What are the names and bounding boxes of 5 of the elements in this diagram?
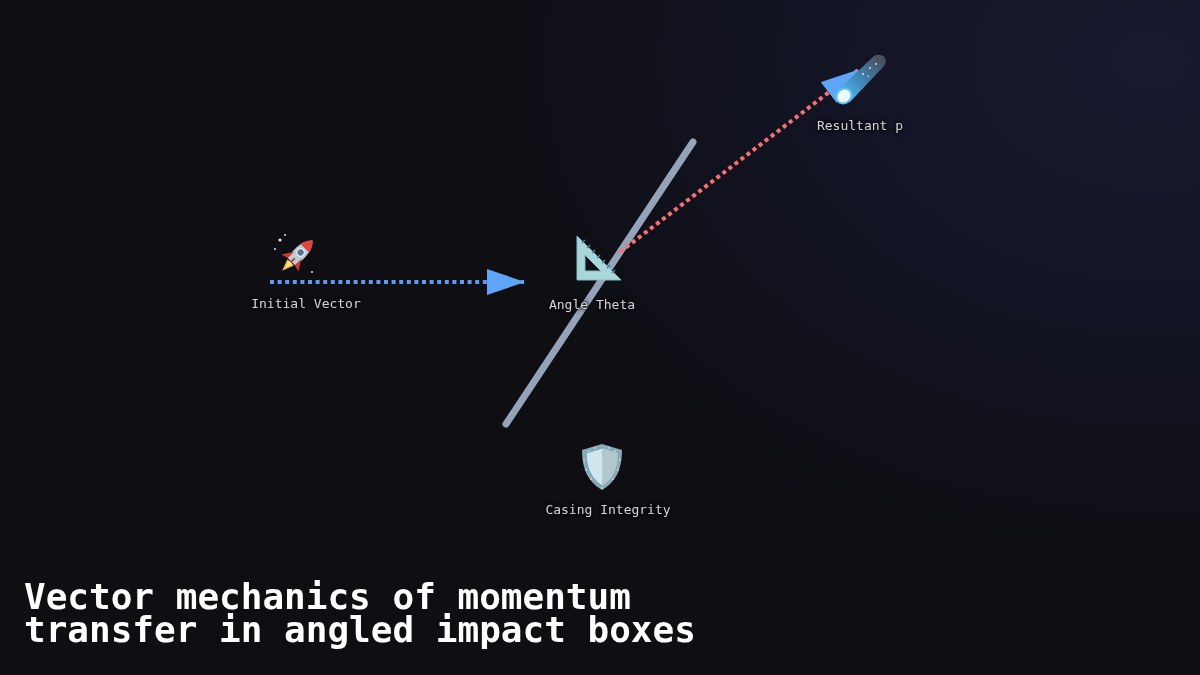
dotted-arrow (270, 269, 525, 295)
node-label: Initial Vector (251, 296, 361, 312)
dotted-arrow (618, 68, 860, 254)
node-label: Resultant p (816, 118, 904, 134)
node-label: Casing Integrity (545, 502, 671, 518)
